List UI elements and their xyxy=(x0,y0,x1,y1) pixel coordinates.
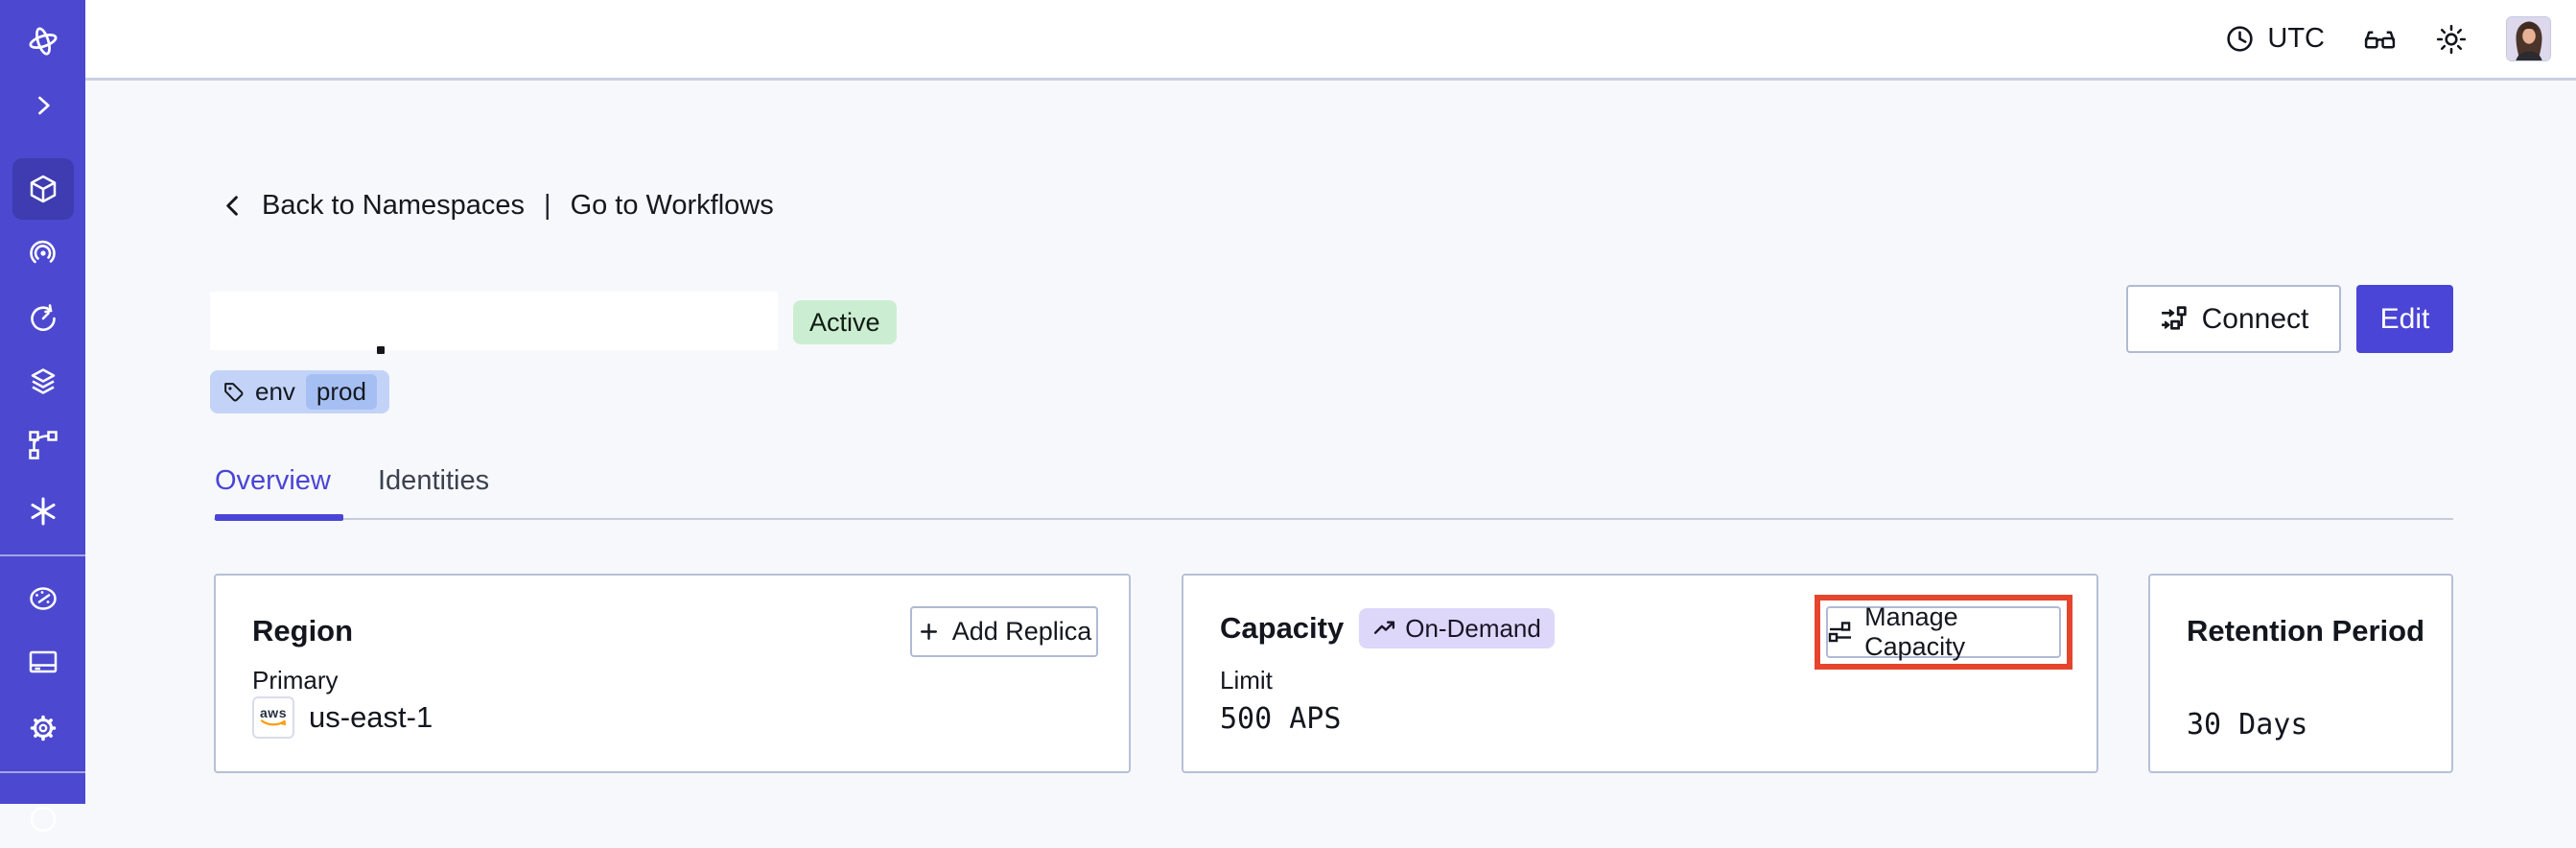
back-link-label: Back to Namespaces xyxy=(262,190,526,221)
temporal-logo[interactable] xyxy=(12,11,74,72)
add-replica-button[interactable]: Add Replica xyxy=(910,606,1098,657)
reader-view-button[interactable] xyxy=(2363,25,2397,54)
avatar-image xyxy=(2507,17,2550,60)
sidebar-item-schedules[interactable] xyxy=(12,288,74,349)
connect-button-label: Connect xyxy=(2201,302,2309,335)
reader-glasses-icon xyxy=(2364,31,2396,48)
capacity-limit-value: 500 APS xyxy=(1220,702,1342,736)
namespace-tag-chip: env prod xyxy=(210,370,389,413)
capacity-card: Capacity On-Demand Manage Capacity Limit… xyxy=(1182,574,2098,773)
capacity-card-title: Capacity xyxy=(1220,611,1345,645)
sidebar-divider xyxy=(0,554,85,556)
aws-logo-text: aws xyxy=(260,705,287,720)
chevron-right-icon xyxy=(37,96,50,115)
billing-card-icon xyxy=(29,650,57,673)
sidebar-item-workflows[interactable] xyxy=(12,223,74,284)
nexus-asterisk-icon xyxy=(31,497,55,526)
page: UTC xyxy=(0,0,2576,804)
tab-overview[interactable]: Overview xyxy=(215,465,331,497)
timezone-selector[interactable]: UTC xyxy=(2224,23,2325,55)
tab-identities-label: Identities xyxy=(378,465,490,496)
region-value: us-east-1 xyxy=(309,700,433,734)
temporal-logo-icon xyxy=(28,27,58,56)
user-avatar[interactable] xyxy=(2506,16,2551,61)
workflows-spiral-icon xyxy=(29,240,56,264)
timezone-label: UTC xyxy=(2267,23,2325,54)
deployments-layers-icon xyxy=(31,368,55,394)
namespaces-cube-icon xyxy=(30,175,56,203)
add-replica-label: Add Replica xyxy=(951,617,1092,646)
trending-up-icon xyxy=(1374,621,1395,634)
sidebar-item-nexus[interactable] xyxy=(12,481,74,542)
tag-key-label: env xyxy=(255,377,295,406)
breadcrumb: Back to Namespaces | Go to Workflows xyxy=(221,190,774,222)
capacity-title-row: Capacity On-Demand xyxy=(1220,608,1555,648)
sidebar-item-deployments[interactable] xyxy=(12,351,74,412)
sidebar-item-usage[interactable] xyxy=(12,568,74,629)
active-tab-indicator xyxy=(215,514,343,521)
retention-card: Retention Period 30 Days xyxy=(2148,574,2453,773)
edit-button[interactable]: Edit xyxy=(2356,285,2453,353)
plus-icon xyxy=(920,624,937,640)
support-circle-icon xyxy=(30,806,56,833)
chevron-left-icon xyxy=(226,196,238,216)
tag-value-label: prod xyxy=(305,374,377,410)
sidebar-item-billing[interactable] xyxy=(12,631,74,693)
sidebar-expand-button[interactable] xyxy=(12,75,74,136)
sidebar-item-support[interactable] xyxy=(12,787,74,848)
redaction-artifact-dot xyxy=(377,346,385,354)
tag-icon xyxy=(224,383,244,402)
tab-identities[interactable]: Identities xyxy=(378,465,489,497)
sidebar-item-namespaces[interactable] xyxy=(12,158,74,220)
sidebar-divider xyxy=(0,771,85,773)
aws-smile-swoosh xyxy=(260,719,287,726)
theme-toggle-button[interactable] xyxy=(2435,23,2468,56)
primary-region-value-row: aws us-east-1 xyxy=(252,696,433,739)
tabs-divider-line xyxy=(214,518,2453,520)
connect-flow-icon xyxy=(2161,306,2187,330)
status-badge: Active xyxy=(793,300,897,344)
on-demand-label: On-Demand xyxy=(1405,613,1541,643)
schedules-timer-icon xyxy=(30,304,56,331)
sliders-icon xyxy=(1828,621,1852,642)
batch-branch-icon xyxy=(28,431,58,459)
clock-icon xyxy=(2227,26,2254,52)
workflows-link-label: Go to Workflows xyxy=(570,190,774,221)
retention-card-title: Retention Period xyxy=(2187,614,2425,648)
aws-provider-icon: aws xyxy=(252,696,294,739)
region-card: Region Add Replica Primary aws us-east-1 xyxy=(214,574,1131,773)
namespace-name-redacted xyxy=(210,292,778,350)
breadcrumb-separator: | xyxy=(544,190,551,221)
retention-value: 30 Days xyxy=(2187,708,2308,742)
sidebar-item-settings[interactable] xyxy=(12,697,74,759)
limit-label: Limit xyxy=(1220,666,1273,695)
settings-gear-icon xyxy=(30,715,56,742)
tab-overview-label: Overview xyxy=(215,465,331,496)
primary-region-label: Primary xyxy=(252,666,339,695)
on-demand-badge: On-Demand xyxy=(1359,608,1555,648)
light-theme-sun-icon xyxy=(2436,24,2467,54)
edit-button-label: Edit xyxy=(2379,302,2430,335)
manage-capacity-button[interactable]: Manage Capacity xyxy=(1826,602,2061,661)
sidebar-item-batch-operations[interactable] xyxy=(12,414,74,476)
usage-gauge-icon xyxy=(29,587,57,610)
topbar: UTC xyxy=(85,0,2576,81)
connect-button[interactable]: Connect xyxy=(2126,285,2341,353)
sidebar xyxy=(0,0,85,833)
go-to-workflows-link[interactable]: Go to Workflows xyxy=(571,190,774,222)
back-to-namespaces-link[interactable]: Back to Namespaces xyxy=(221,190,525,222)
region-card-title: Region xyxy=(252,614,354,648)
manage-capacity-label: Manage Capacity xyxy=(1864,602,1966,661)
